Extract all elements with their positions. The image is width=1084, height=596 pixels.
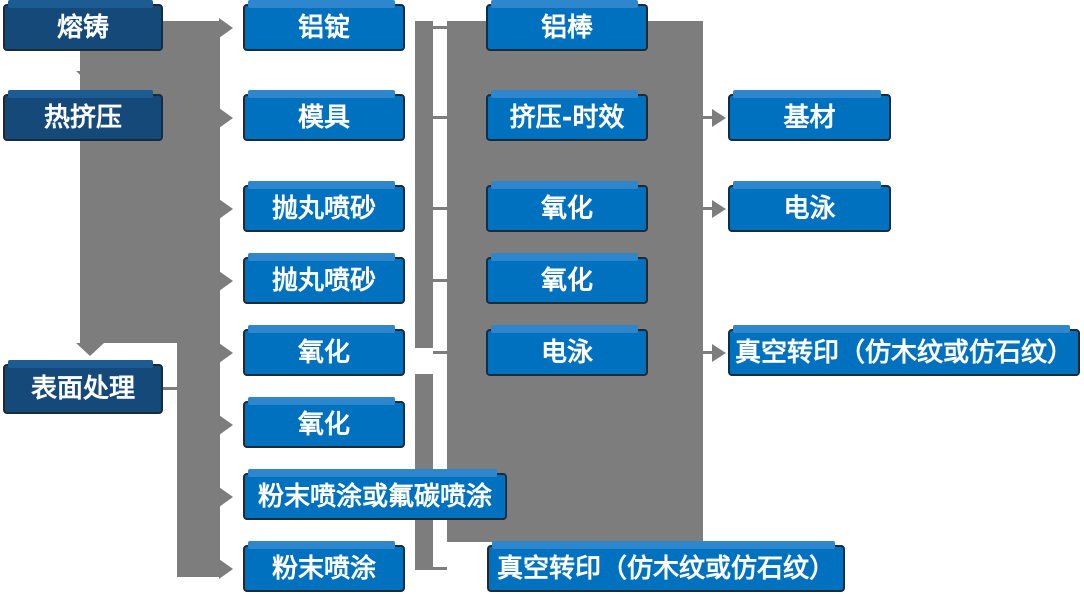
flow-node-label: 真空转印（仿木纹或仿石纹） — [734, 337, 1073, 368]
arrow-right-col2-row7 — [219, 486, 233, 507]
flow-node-jicai: 基材 — [728, 90, 891, 141]
flow-node-moju: 模具 — [243, 90, 405, 141]
flow-node-label: 氧化 — [540, 193, 593, 224]
flow-node-paowan-2: 抛丸喷砂 — [243, 253, 405, 304]
flow-node-label: 铝棒 — [540, 12, 593, 43]
flow-node-fenmo: 粉末喷涂 — [243, 541, 405, 592]
arrow-right-col2-row5 — [219, 342, 233, 363]
link-col4-row5 — [703, 351, 712, 354]
flow-node-label: 挤压-时效 — [509, 102, 625, 133]
tick-mid-row5 — [433, 351, 447, 354]
flow-node-label: 热挤压 — [43, 102, 122, 133]
flow-node-dianyong-c3: 电泳 — [486, 325, 648, 376]
flow-node-label: 抛丸喷砂 — [271, 193, 376, 224]
flow-node-label: 模具 — [297, 102, 350, 133]
flow-band-left — [80, 21, 220, 343]
arrow-right-col4-row3 — [712, 199, 726, 218]
flow-node-lvbang: 铝棒 — [486, 0, 648, 51]
flow-node-zhenkong-c3: 真空转印（仿木纹或仿石纹） — [487, 541, 845, 592]
flow-node-jiya-shixiao: 挤压-时效 — [486, 90, 648, 141]
flow-node-label: 熔铸 — [56, 12, 109, 43]
arrow-right-col2-row8 — [219, 558, 233, 579]
flow-node-yanghua-c2-1: 氧化 — [243, 325, 405, 376]
flow-node-biaomianchuli: 表面处理 — [3, 360, 163, 414]
arrow-right-col4-row5 — [712, 343, 726, 362]
arrow-right-col2-row2 — [219, 107, 233, 128]
flow-strip-left-lower — [177, 343, 220, 577]
flow-node-rongzhu: 熔铸 — [3, 0, 163, 51]
tick-mid-row2 — [433, 116, 447, 119]
link-col4-row2 — [703, 116, 712, 119]
flow-node-label: 氧化 — [540, 265, 593, 296]
flow-node-label: 真空转印（仿木纹或仿石纹） — [496, 553, 835, 584]
flow-node-yanghua-c3-1: 氧化 — [486, 181, 648, 232]
tick-mid-row3 — [433, 207, 447, 210]
flow-node-label: 氧化 — [297, 409, 350, 440]
flow-node-label: 氧化 — [297, 337, 350, 368]
arrow-right-col4-row2 — [712, 108, 726, 127]
flow-node-dianyong-c4: 电泳 — [728, 181, 891, 232]
arrow-down-to-biaomianchuli — [76, 343, 104, 356]
flow-node-label: 表面处理 — [30, 374, 135, 404]
flow-node-zhenkong-c4: 真空转印（仿木纹或仿石纹） — [728, 325, 1080, 376]
arrow-right-col2-row6 — [219, 414, 233, 435]
tick-mid-row1 — [433, 26, 447, 29]
flow-node-label: 电泳 — [783, 193, 836, 224]
flow-node-paowan-1: 抛丸喷砂 — [243, 181, 405, 232]
flow-node-yanghua-c3-2: 氧化 — [486, 253, 648, 304]
flow-node-yanghua-c2-2: 氧化 — [243, 397, 405, 448]
link-biaomianchuli — [163, 387, 177, 390]
tick-mid-row8 — [433, 567, 447, 570]
flow-node-label: 电泳 — [540, 337, 593, 368]
link-col4-row3 — [703, 207, 712, 210]
flow-node-label: 铝锭 — [297, 12, 350, 43]
flow-node-label: 粉末喷涂或氟碳喷涂 — [257, 481, 492, 512]
tick-mid-row4 — [433, 279, 447, 282]
flow-bar-middle-upper — [415, 21, 433, 348]
arrow-right-col2-row4 — [219, 270, 233, 291]
flow-node-rejiya: 热挤压 — [3, 90, 163, 141]
flow-node-lvding: 铝锭 — [243, 0, 405, 51]
arrow-right-col2-row1 — [219, 17, 233, 38]
arrow-right-col2-row3 — [219, 198, 233, 219]
arrow-down-to-rejiya — [76, 71, 104, 84]
flow-node-label: 抛丸喷砂 — [271, 265, 376, 296]
flow-node-fenmo-futan: 粉末喷涂或氟碳喷涂 — [243, 469, 507, 520]
flow-node-label: 粉末喷涂 — [271, 553, 376, 584]
flow-node-label: 基材 — [783, 102, 836, 133]
